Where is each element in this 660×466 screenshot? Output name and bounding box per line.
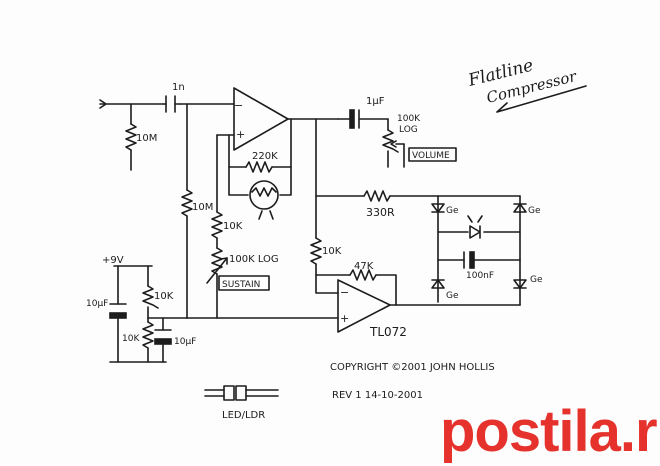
capacitor-1n — [163, 95, 181, 113]
ledldr-symbol — [204, 385, 279, 401]
label-r-bias: 10M — [192, 202, 213, 213]
diode-ge-1 — [431, 203, 445, 213]
opamp2-plus: + — [340, 312, 349, 325]
ldr-symbol — [249, 180, 279, 220]
diode-ge-4 — [513, 279, 527, 289]
label-r-10k-d: 10K — [122, 334, 140, 344]
label-r-47k: 47K — [354, 261, 374, 272]
label-c-100n: 100nF — [466, 271, 494, 281]
label-diode-3: Ge — [446, 291, 459, 301]
diode-ge-3 — [431, 279, 445, 289]
label-pot-vol: 100K — [397, 114, 421, 124]
opamp1-plus: + — [236, 128, 245, 141]
label-r-10k-b: 10K — [322, 246, 342, 257]
label-diode-1: Ge — [446, 206, 459, 216]
label-pot-vol-taper: LOG — [399, 125, 418, 135]
label-diode-2: Ge — [528, 206, 541, 216]
label-r-10k-a: 10K — [223, 221, 243, 232]
label-r-fb: 220K — [252, 151, 278, 162]
label-ledldr: LED/LDR — [222, 410, 265, 421]
label-supply: +9V — [102, 255, 124, 266]
label-diode-4: Ge — [530, 275, 543, 285]
label-pot-sus: 100K LOG — [229, 254, 279, 265]
opamp2-minus: − — [340, 286, 349, 299]
sustain-box — [218, 275, 270, 291]
label-r-330: 330R — [366, 206, 395, 219]
capacitor-10uf-b — [154, 329, 172, 345]
capacitor-10uf-a — [109, 303, 127, 319]
led — [467, 215, 483, 239]
diode-ge-2 — [513, 203, 527, 213]
label-r-10k-c: 10K — [154, 291, 174, 302]
label-c-out: 1µF — [366, 96, 385, 107]
revision-text: REV 1 14-10-2001 — [332, 390, 423, 401]
label-volume: VOLUME — [412, 151, 450, 161]
copyright-text: COPYRIGHT ©2001 JOHN HOLLIS — [330, 362, 495, 373]
label-r-in: 10M — [136, 133, 157, 144]
label-opamp: TL072 — [369, 325, 407, 339]
capacitor-1uf — [349, 109, 360, 129]
watermark-text: postila.ru — [440, 399, 660, 464]
label-c-10u-b: 10µF — [174, 337, 196, 347]
label-sustain: SUSTAIN — [222, 280, 260, 290]
opamp1-minus: − — [234, 99, 243, 112]
volume-box — [408, 147, 457, 162]
title-underline — [496, 85, 587, 113]
label-c-in: 1n — [172, 82, 185, 93]
wires — [99, 87, 521, 363]
capacitor-100nf — [463, 251, 475, 269]
label-c-10u-a: 10µF — [86, 299, 108, 309]
